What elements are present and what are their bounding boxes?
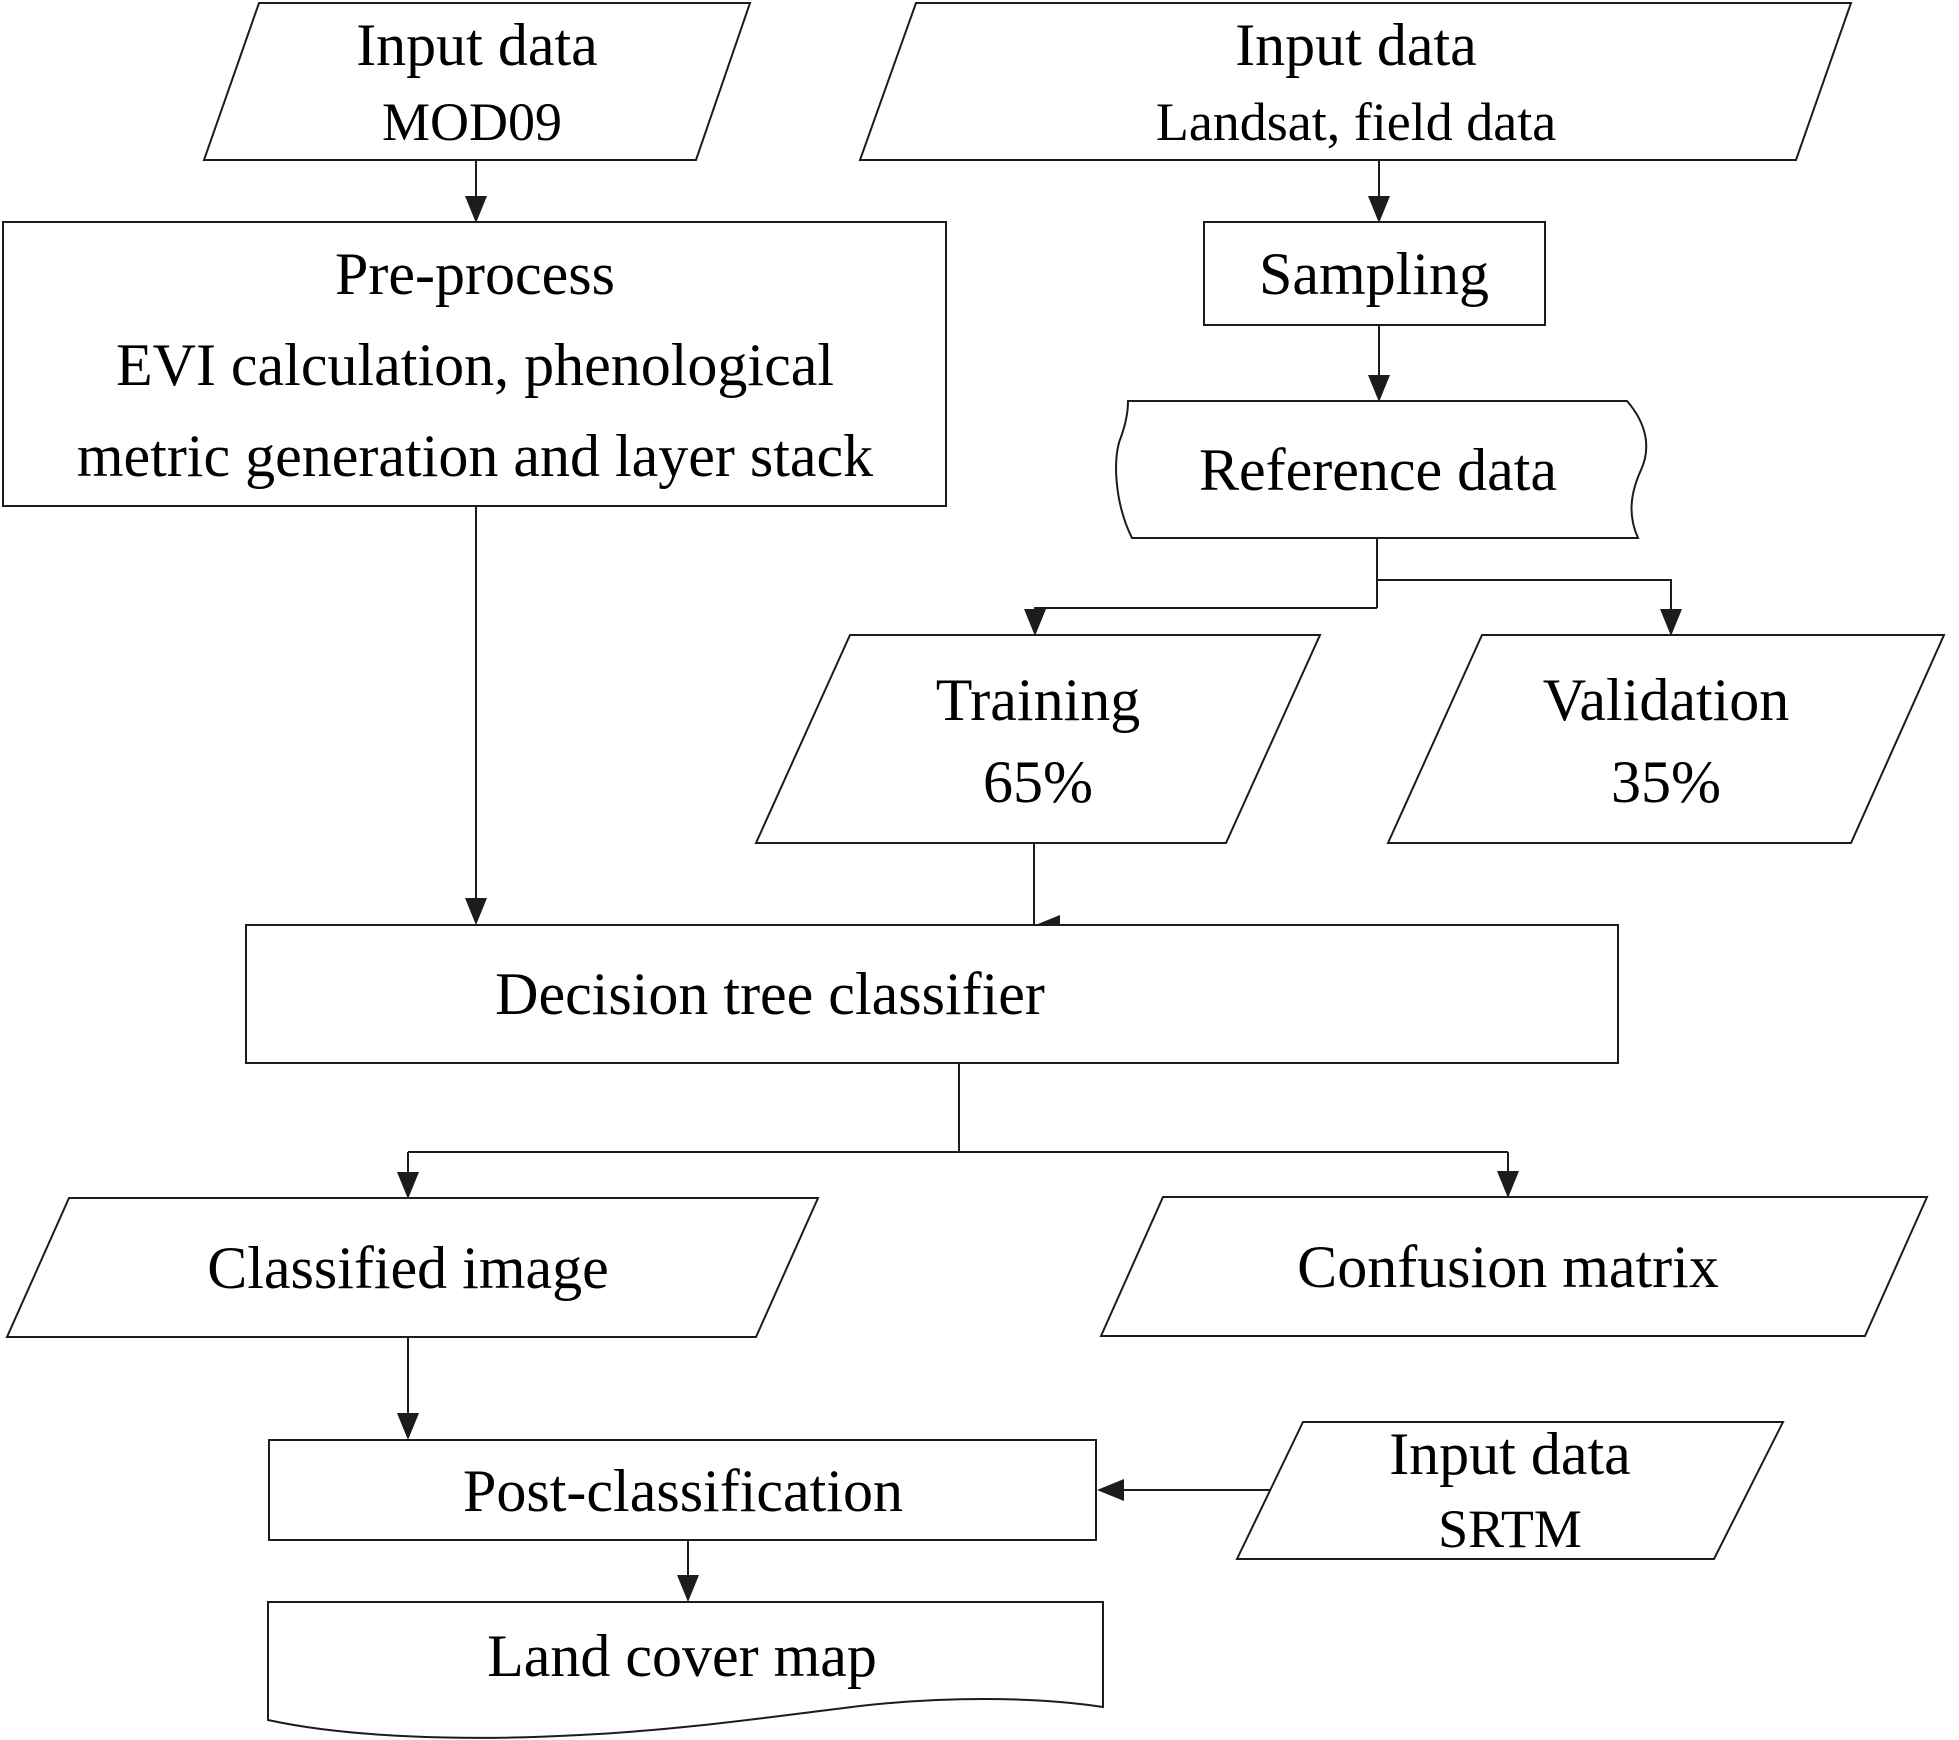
arrow-landsat-to-sampling [1368, 160, 1390, 223]
reference-data-shape [1115, 400, 1648, 539]
validation-percent: 35% [1611, 749, 1721, 815]
training-percent: 65% [983, 749, 1093, 815]
decision-tree-label: Decision tree classifier [495, 961, 1045, 1027]
post-classification-shape [268, 1439, 1097, 1541]
preprocess-line2: EVI calculation, phenological [115, 332, 835, 398]
preprocess-line1: Pre-process [335, 241, 615, 307]
training-shape [754, 634, 1322, 844]
connector-reference-split [1034, 538, 1672, 610]
input-landsat-shape [858, 2, 1853, 161]
confusion-matrix-label: Confusion matrix [1297, 1234, 1719, 1300]
input-mod09-shape [202, 1, 752, 161]
arrow-post-to-landcover [677, 1540, 699, 1602]
input-landsat-subtitle: Landsat, field data [1155, 92, 1557, 152]
decision-tree-shape [245, 924, 1619, 1064]
connector-decision-split [407, 1063, 1509, 1173]
input-mod09-subtitle: MOD09 [381, 92, 563, 152]
arrow-srtm-to-post [1097, 1479, 1270, 1501]
reference-data-label: Reference data [1198, 437, 1558, 503]
validation-label: Validation [1542, 667, 1790, 733]
training-label: Training [935, 667, 1141, 733]
sampling-label: Sampling [1258, 241, 1490, 307]
arrow-preprocess-to-decision [465, 506, 487, 925]
input-srtm-subtitle: SRTM [1438, 1499, 1582, 1559]
sampling-shape [1203, 221, 1546, 326]
arrow-classified-to-post [397, 1337, 419, 1440]
arrow-sampling-to-reference [1368, 325, 1390, 402]
arrow-decision-to-classified [397, 1172, 419, 1199]
validation-shape [1386, 634, 1946, 844]
confusion-matrix-shape [1099, 1196, 1929, 1337]
input-mod09-title: Input data [356, 12, 598, 78]
land-cover-map-shape [267, 1601, 1104, 1739]
arrow-mod09-to-preprocess [465, 160, 487, 223]
post-classification-label: Post-classification [463, 1458, 903, 1524]
classified-image-shape [5, 1197, 820, 1338]
arrow-training-to-decision [1033, 843, 1060, 937]
input-srtm-shape [1235, 1421, 1785, 1560]
arrow-reference-to-training [1024, 609, 1046, 636]
input-landsat-title: Input data [1235, 12, 1477, 78]
land-cover-map-label: Land cover map [487, 1623, 877, 1689]
input-srtm-title: Input data [1389, 1421, 1631, 1487]
arrow-decision-to-confusion [1497, 1171, 1519, 1198]
arrow-reference-to-validation [1660, 609, 1682, 636]
preprocess-line3: metric generation and layer stack [76, 423, 874, 489]
classified-image-label: Classified image [207, 1235, 609, 1301]
preprocess-shape [2, 221, 947, 507]
